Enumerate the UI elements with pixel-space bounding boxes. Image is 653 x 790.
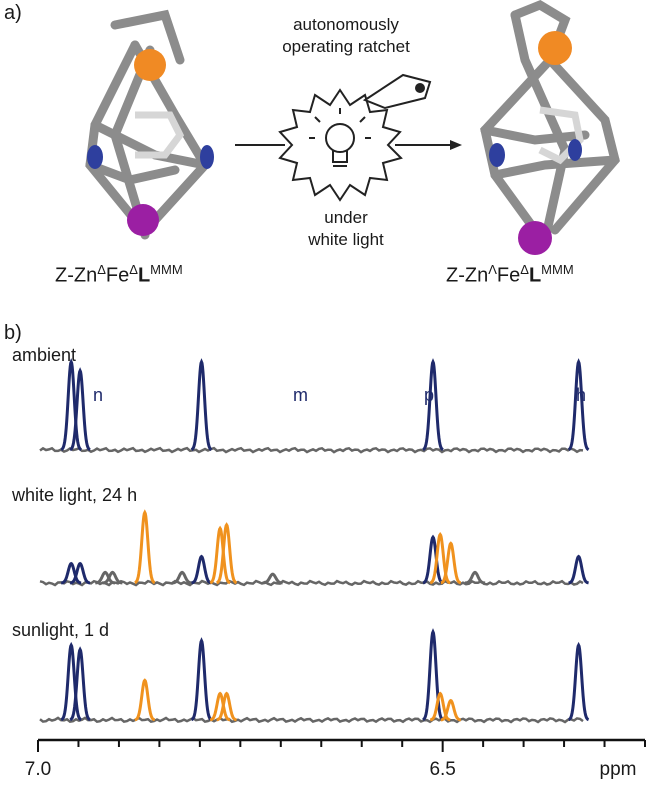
peak-label-m: m (293, 385, 308, 405)
ppm-axis: 7.0 6.5 ppm (25, 738, 646, 780)
spectrum-peak (440, 698, 461, 722)
left-cage-ghost-ring (135, 111, 185, 159)
spectrum-peak (568, 554, 589, 585)
zinc-sphere-icon (134, 49, 166, 81)
nitrogen-icon (200, 145, 214, 169)
spectrum-peak (61, 561, 82, 585)
nitrogen-icon (489, 143, 505, 167)
left-cage-structure (85, 9, 214, 240)
spectrum-peak (464, 570, 486, 585)
spectrum-peak (102, 570, 123, 585)
spectrum-peak (134, 678, 156, 722)
zinc-sphere-icon (538, 31, 572, 65)
ratchet-illustration (235, 73, 462, 202)
tick-label: 6.5 (429, 759, 455, 780)
right-complex-formula: Z-ZnΛFeΔLMMM (446, 262, 574, 287)
spectrum-peak (60, 358, 82, 451)
peak-label-n: n (93, 385, 104, 405)
spectrum-peak (69, 367, 91, 452)
spectrum-baseline (39, 716, 584, 724)
spectrum-baseline (39, 446, 584, 454)
spectrum-peak (440, 541, 462, 585)
right-cage-ghost-ring (538, 106, 584, 165)
iron-sphere-icon (127, 204, 159, 236)
tick-label: 7.0 (25, 759, 51, 780)
left-cage-frame (85, 9, 211, 240)
spectrum-peak (191, 554, 212, 585)
panel-b-label: b) (4, 322, 22, 344)
ratchet-gear-icon (278, 88, 403, 202)
panel-a-label: a) (4, 2, 22, 24)
ratchet-caption-top: autonomously operating ratchet (282, 15, 410, 56)
spectrum-peak (567, 358, 590, 451)
spectrum-peak (429, 691, 451, 722)
nitrogen-icon (568, 139, 582, 161)
nitrogen-icon (87, 145, 103, 169)
axis-unit-label: ppm (600, 759, 637, 780)
pawl-icon (362, 73, 432, 110)
spectrum-baseline (39, 579, 584, 587)
nmr-spectra-chart: 7.0 6.5 ppm (25, 358, 646, 780)
spectrum-peak (422, 628, 444, 721)
left-complex-formula: Z-ZnΔFeΔLMMM (55, 262, 183, 287)
trace-label-white-light: white light, 24 h (12, 485, 138, 505)
spectrum-peak (422, 358, 444, 451)
spectrum-peak (171, 570, 193, 585)
spectrum-peak (94, 570, 116, 585)
spectrum-peak (70, 561, 91, 585)
iron-sphere-icon (518, 221, 552, 255)
lightbulb-icon (309, 108, 371, 167)
spectrum-peak (262, 572, 283, 585)
spectrum-peak (209, 525, 231, 585)
spectrum-peak (134, 509, 156, 585)
spectrum-peak (422, 534, 444, 585)
right-cage-structure (480, 0, 620, 255)
spectrum-peak (60, 641, 82, 722)
spectrum-peak (216, 522, 238, 585)
ratchet-caption-bottom: under white light (308, 208, 384, 249)
spectrum-peak (209, 691, 231, 722)
trace-label-sunlight: sunlight, 1 d (12, 620, 110, 640)
trace-label-ambient: ambient (12, 345, 77, 365)
spectrum-peak (568, 641, 590, 722)
spectrum-peak (429, 532, 451, 585)
spectrum-peak (190, 637, 213, 722)
spectra-traces (39, 358, 590, 724)
spectrum-peak (69, 646, 91, 722)
arrow-head-icon (450, 140, 462, 150)
spectrum-peak (190, 358, 213, 451)
spectrum-peak (216, 691, 237, 722)
